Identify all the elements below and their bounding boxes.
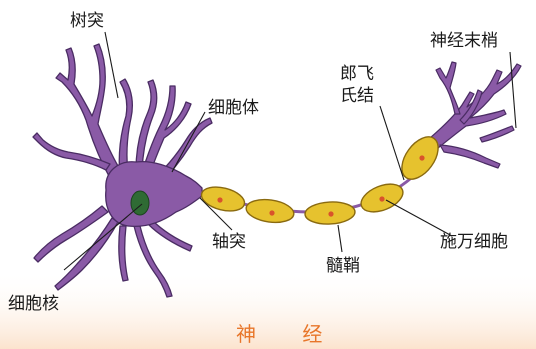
label-nerve-endings: 神经末梢 xyxy=(430,31,498,51)
label-cell-body: 细胞体 xyxy=(208,98,259,118)
nerve-endings-branches xyxy=(430,62,521,168)
schwann-cell-2 xyxy=(245,197,296,225)
label-dendrite: 树突 xyxy=(70,11,104,31)
label-myelin-sheath: 髓鞘 xyxy=(326,256,360,276)
leader-schwann-cell xyxy=(386,200,452,236)
label-nodes-of-ranvier-line2: 氏结 xyxy=(340,86,374,106)
myelin-sheath xyxy=(199,130,445,225)
leader-dendrite xyxy=(105,32,118,98)
leader-nerve-endings xyxy=(510,52,516,128)
caption: 神 经 xyxy=(236,318,342,347)
leader-nodes-of-ranvier xyxy=(380,106,404,180)
cell-body-with-dendrites xyxy=(33,44,212,297)
label-nucleus: 细胞核 xyxy=(8,294,59,314)
leader-myelin-sheath xyxy=(338,225,342,252)
label-nodes-of-ranvier-line1: 郎飞 xyxy=(340,64,374,84)
label-schwann-cell: 施万细胞 xyxy=(440,232,508,252)
label-axon: 轴突 xyxy=(212,232,246,252)
schwann-cell-1 xyxy=(199,183,247,215)
